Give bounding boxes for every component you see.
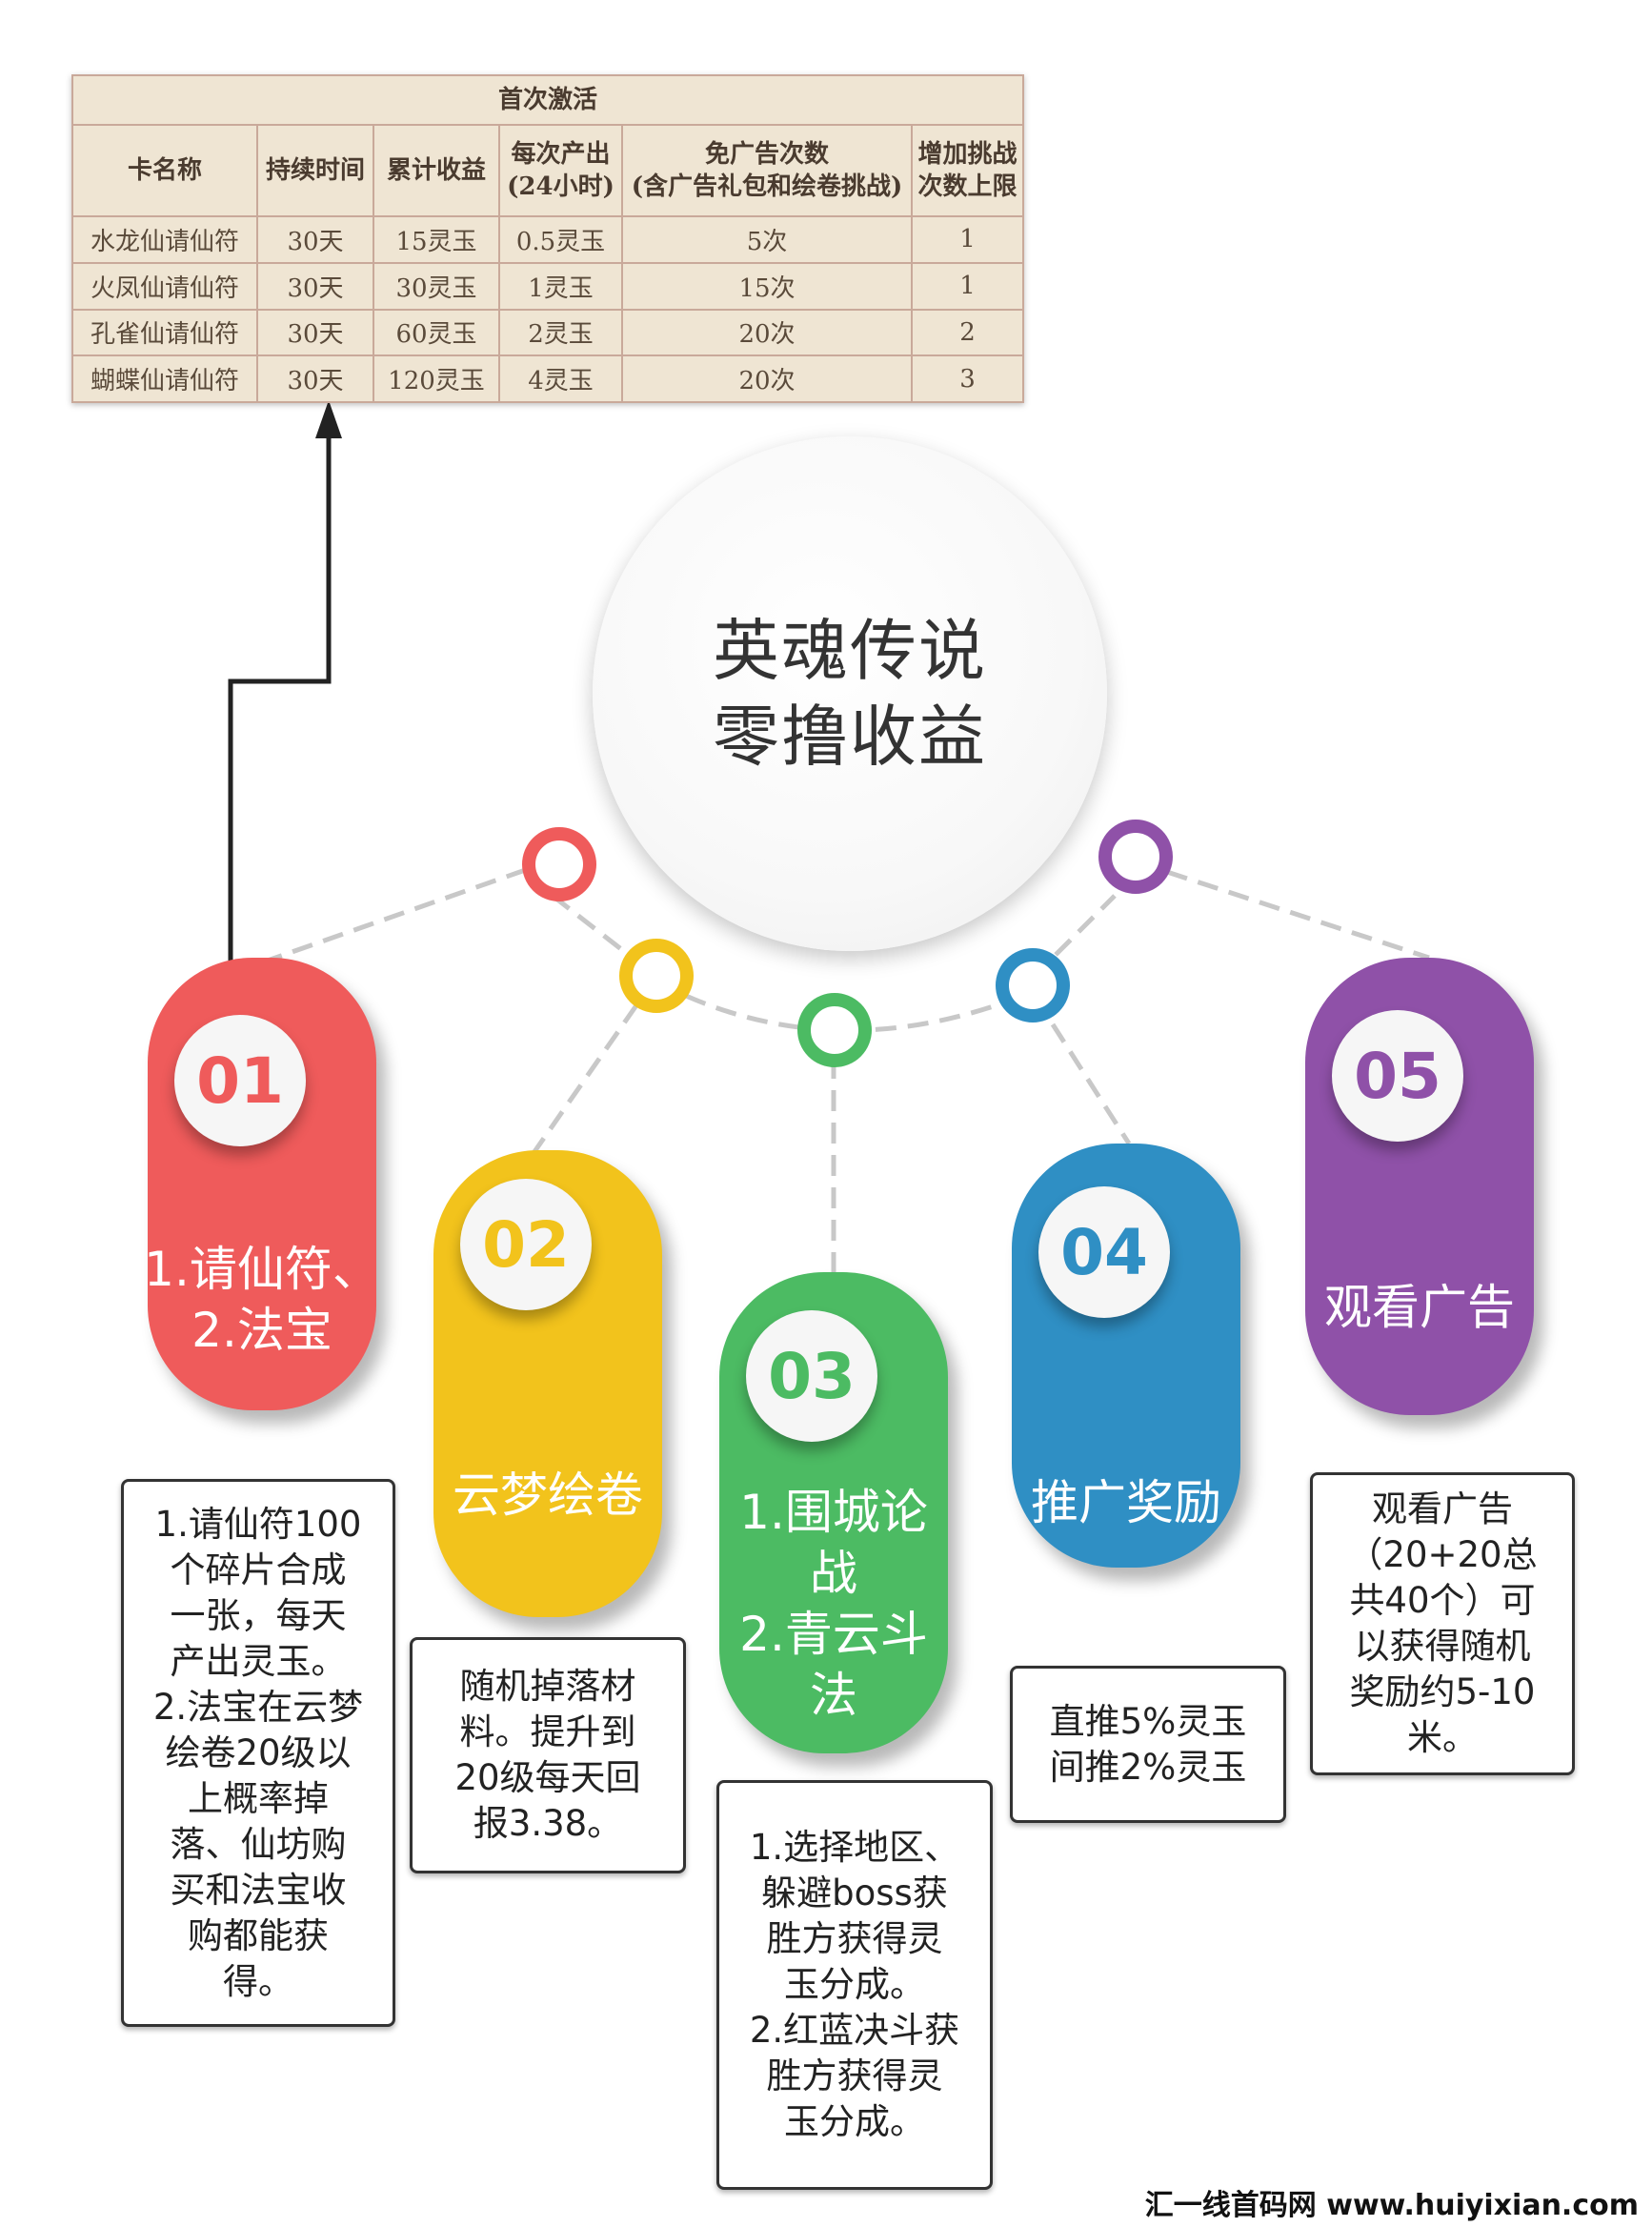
dash-line — [551, 894, 640, 964]
watermark-text: 汇一线首码网 www.huiyixian.com — [1144, 2189, 1639, 2222]
table-cell: 孔雀仙请仙符 — [71, 308, 258, 357]
table-cell: 30天 — [256, 215, 374, 264]
table-cell: 火凤仙请仙符 — [71, 261, 258, 311]
table-header: 累计收益 — [373, 124, 500, 217]
badge-04: 04 — [1038, 1186, 1170, 1318]
table-cell: 5次 — [621, 215, 913, 264]
dash-line — [261, 864, 534, 965]
table-header: 增加挑战 次数上限 — [911, 124, 1024, 217]
table-row: 蝴蝶仙请仙符 30天 120灵玉 4灵玉 20次 3 — [71, 354, 1024, 403]
table-header: 持续时间 — [256, 124, 374, 217]
table-cell: 30天 — [256, 261, 374, 311]
hub-title-line1: 英魂传说 — [713, 612, 987, 690]
pill-04-label: 推广奖励 — [1031, 1475, 1221, 1530]
badge-01: 01 — [174, 1015, 306, 1146]
pill-03: 03 1.围城论战 2.青云斗法 — [719, 1272, 948, 1753]
table-cell: 30天 — [256, 354, 374, 403]
dash-line — [1008, 894, 1117, 1002]
activation-table: 首次激活 卡名称 持续时间 累计收益 每次产出 (24小时) 免广告次数 (含广… — [71, 74, 1024, 403]
table-caption: 首次激活 — [71, 74, 1024, 126]
pill-05-label: 观看广告 — [1324, 1280, 1515, 1335]
ring-node-red — [522, 827, 596, 901]
dash-line — [531, 1003, 639, 1155]
arrow-to-table — [228, 419, 332, 967]
table-cell: 15次 — [621, 261, 913, 311]
hub-title-line2: 零撸收益 — [713, 698, 987, 776]
table-cell: 20次 — [621, 354, 913, 403]
hub-circle: 英魂传说 零撸收益 — [593, 436, 1107, 951]
ring-node-green — [797, 993, 872, 1067]
arrow-head — [315, 400, 342, 438]
table-cell: 3 — [911, 354, 1024, 403]
table-cell: 2灵玉 — [498, 308, 623, 357]
table-row: 水龙仙请仙符 30天 15灵玉 0.5灵玉 5次 1 — [71, 215, 1024, 264]
desc-box-04: 直推5%灵玉间推2%灵玉 — [1010, 1666, 1286, 1823]
table-cell: 20次 — [621, 308, 913, 357]
ring-node-blue — [996, 948, 1070, 1022]
table-cell: 30灵玉 — [373, 261, 500, 311]
pill-02: 02 云梦绘卷 — [433, 1150, 662, 1617]
table-cell: 30天 — [256, 308, 374, 357]
table-row: 火凤仙请仙符 30天 30灵玉 1灵玉 15次 1 — [71, 261, 1024, 311]
badge-03: 03 — [746, 1310, 877, 1442]
table-cell: 蝴蝶仙请仙符 — [71, 354, 258, 403]
table-header: 每次产出 (24小时) — [498, 124, 623, 217]
table-row: 孔雀仙请仙符 30天 60灵玉 2灵玉 20次 2 — [71, 308, 1024, 357]
table-cell: 1灵玉 — [498, 261, 623, 311]
dash-line — [1050, 1022, 1132, 1145]
table-header: 免广告次数 (含广告礼包和绘卷挑战) — [621, 124, 913, 217]
pill-01: 01 1.请仙符、2.法宝 — [144, 958, 380, 1410]
table-cell: 60灵玉 — [373, 308, 500, 357]
dash-line — [1166, 869, 1430, 961]
desc-box-02: 随机掉落材料。提升到 20级每天回报3.38。 — [410, 1637, 686, 1873]
table-cell: 0.5灵玉 — [498, 215, 623, 264]
badge-05: 05 — [1332, 1010, 1463, 1142]
pill-05: 05 观看广告 — [1305, 958, 1534, 1415]
table-cell: 120灵玉 — [373, 354, 500, 403]
table-cell: 2 — [911, 308, 1024, 357]
table-header: 卡名称 — [71, 124, 258, 217]
pill-01-label: 1.请仙符、2.法宝 — [144, 1242, 380, 1358]
pill-04: 04 推广奖励 — [1012, 1144, 1240, 1568]
table-cell: 15灵玉 — [373, 215, 500, 264]
ring-node-yellow — [619, 939, 694, 1013]
pill-02-label: 云梦绘卷 — [453, 1468, 643, 1523]
table-cell: 4灵玉 — [498, 354, 623, 403]
desc-box-03: 1.选择地区、躲避boss获 胜方获得灵玉分成。 2.红蓝决斗获胜方获得灵 玉分… — [716, 1780, 993, 2190]
activation-table-grid: 首次激活 卡名称 持续时间 累计收益 每次产出 (24小时) 免广告次数 (含广… — [71, 74, 1024, 403]
table-cell: 1 — [911, 261, 1024, 311]
badge-02: 02 — [460, 1179, 592, 1310]
pill-03-label: 1.围城论战 2.青云斗法 — [739, 1485, 928, 1723]
ring-node-purple — [1098, 820, 1173, 894]
table-cell: 1 — [911, 215, 1024, 264]
table-cell: 水龙仙请仙符 — [71, 215, 258, 264]
